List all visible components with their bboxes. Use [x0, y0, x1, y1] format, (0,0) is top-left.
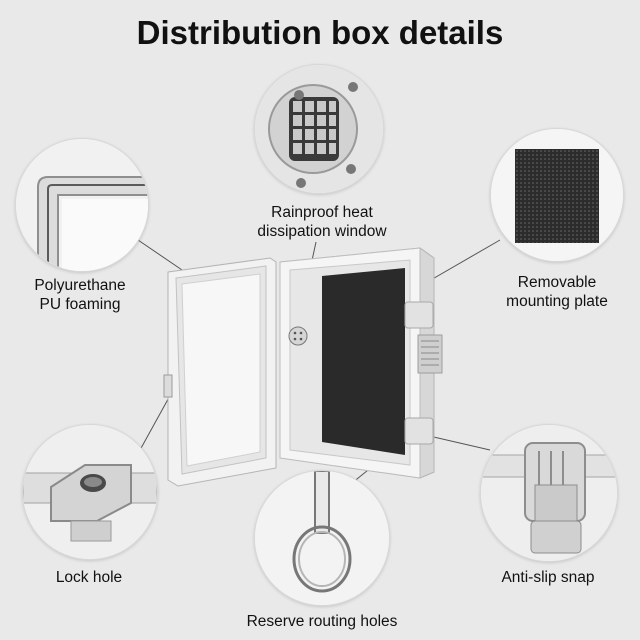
vent-detail-circle [254, 64, 384, 194]
page-title: Distribution box details [136, 14, 504, 51]
label-lock-hole: Lock hole [55, 569, 123, 586]
box-body [279, 247, 443, 479]
gasket-detail-circle [15, 138, 149, 272]
routing-detail-circle [254, 470, 390, 606]
label-removable: Removable mounting plate [506, 274, 608, 310]
lock-detail-circle [22, 424, 158, 560]
lock-hole-icon [23, 425, 157, 559]
routing-ring-icon [255, 471, 389, 605]
snap-detail-circle [480, 424, 618, 562]
snap-latch-icon [481, 425, 617, 561]
plate-detail-circle [490, 128, 624, 262]
label-polyurethane: Polyurethane PU foaming [34, 277, 126, 313]
box-door [163, 257, 277, 487]
label-rainproof: Rainproof heat dissipation window [257, 204, 387, 240]
label-reserve: Reserve routing holes [246, 613, 398, 630]
vent-grille-icon [255, 65, 383, 193]
label-anti-slip: Anti-slip snap [501, 569, 595, 586]
mounting-plate-icon [491, 129, 623, 261]
gasket-corner-icon [16, 139, 148, 271]
